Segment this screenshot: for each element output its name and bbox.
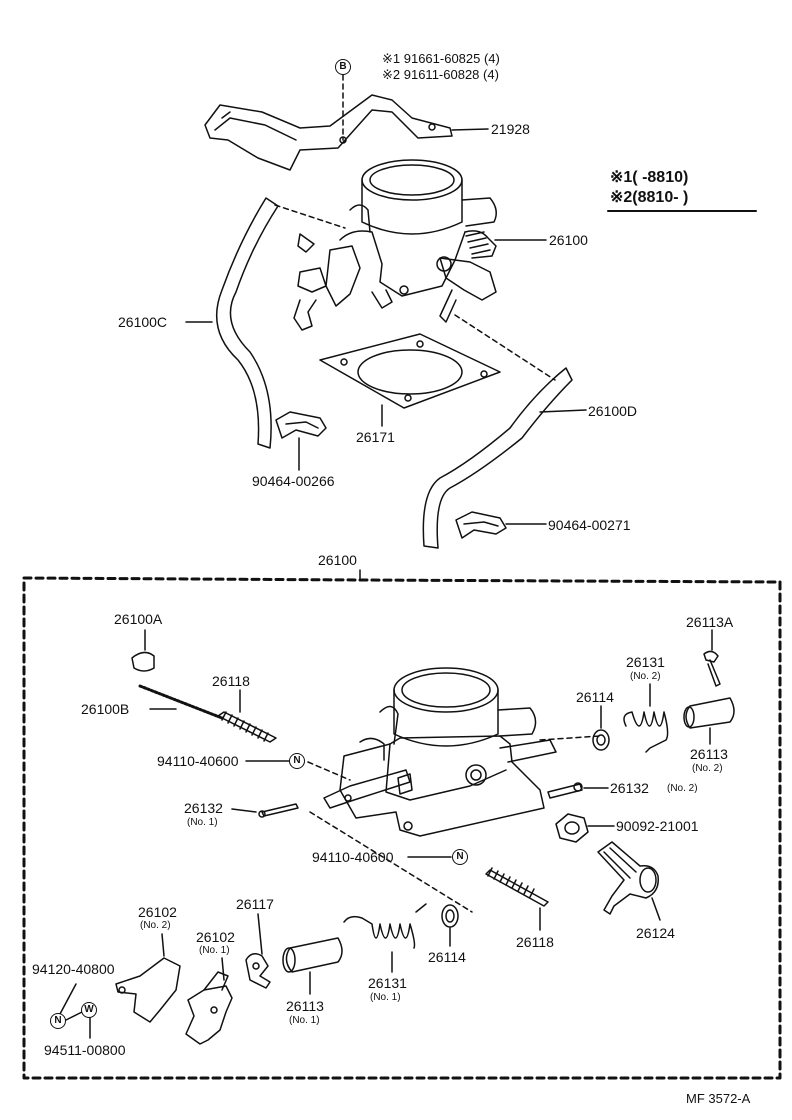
bracket-21928 bbox=[204, 94, 453, 171]
label-94110-lower: 94110-40600 bbox=[312, 849, 394, 865]
label-26100A: 26100A bbox=[114, 611, 163, 627]
dash-94110-upper bbox=[307, 761, 351, 781]
dash-right-axis bbox=[539, 735, 601, 741]
label-26114-lower: 26114 bbox=[428, 949, 466, 965]
label-26114-upper: 26114 bbox=[576, 689, 614, 705]
legend-star1: ※1( -8810) bbox=[610, 169, 689, 186]
hose-clip-90464-00266 bbox=[275, 411, 327, 439]
label-26102-no1: 26102 bbox=[196, 929, 235, 945]
dash-lower-axis bbox=[309, 811, 473, 913]
label-21928: 21928 bbox=[491, 121, 530, 137]
spring-26131-no1 bbox=[343, 903, 427, 949]
hose-clip-90464-00271 bbox=[455, 511, 507, 539]
label-26118-lower: 26118 bbox=[516, 934, 554, 950]
hose-26100C bbox=[215, 197, 279, 449]
sublabel-26131-no1: (No. 1) bbox=[370, 992, 401, 1003]
washer-26114-lower bbox=[441, 904, 459, 928]
screw-26132-no1 bbox=[258, 803, 299, 818]
sleeve-26113-no2 bbox=[683, 697, 735, 729]
note-star1-bolt: ※1 91661-60825 (4) bbox=[382, 51, 500, 66]
leader-26124 bbox=[651, 897, 661, 921]
throttle-body-top bbox=[293, 159, 497, 331]
spring-26131-no2 bbox=[623, 711, 669, 753]
lever-26102-no1 bbox=[185, 971, 233, 1045]
cap-26100A bbox=[131, 651, 155, 672]
marker-n-upper: N bbox=[289, 753, 305, 769]
label-26113A: 26113A bbox=[686, 614, 734, 630]
sublabel-26113-no2: (No. 2) bbox=[692, 763, 723, 774]
throttle-body-main bbox=[323, 667, 557, 837]
marker-n-washer: N bbox=[50, 1013, 66, 1029]
label-26118-upper: 26118 bbox=[212, 673, 250, 689]
label-90464-00271: 90464-00271 bbox=[548, 517, 631, 533]
screw-26132-no2 bbox=[547, 782, 583, 799]
label-26171: 26171 bbox=[356, 429, 395, 445]
footer-figure-code: MF 3572-A bbox=[686, 1091, 751, 1106]
sublabel-26131-no2: (No. 2) bbox=[630, 671, 661, 682]
rod-26100B bbox=[138, 684, 224, 720]
gasket-26171 bbox=[319, 333, 501, 409]
sublabel-26132-no2: (No. 2) bbox=[667, 783, 698, 794]
label-90464-00266: 90464-00266 bbox=[252, 473, 335, 489]
leader-26132-no1 bbox=[231, 808, 257, 813]
screw-26118-upper bbox=[217, 711, 277, 743]
nut-90092-21001 bbox=[555, 813, 589, 843]
label-90092-21001: 90092-21001 bbox=[616, 818, 699, 834]
lever-26117 bbox=[245, 953, 271, 989]
label-26100-top: 26100 bbox=[549, 232, 588, 248]
label-26100-assembly: 26100 bbox=[318, 552, 357, 568]
bolt-26113A bbox=[703, 650, 721, 687]
label-26100B: 26100B bbox=[81, 701, 130, 717]
fitting-26124 bbox=[597, 841, 659, 915]
hose-26100D bbox=[422, 367, 573, 549]
label-26131-no1: 26131 bbox=[368, 975, 407, 991]
assembly-26100-boundary bbox=[22, 576, 782, 1080]
leader-26100D bbox=[539, 409, 587, 413]
leader-26102-no1 bbox=[221, 957, 225, 981]
dash-26100D bbox=[454, 314, 556, 381]
label-26117: 26117 bbox=[236, 896, 274, 912]
leader-26102-no2 bbox=[161, 933, 165, 957]
dash-26100C bbox=[274, 204, 346, 229]
lever-26102-no2 bbox=[115, 957, 181, 1023]
sublabel-26102-no1: (No. 1) bbox=[199, 945, 230, 956]
note-star2-bolt: ※2 91611-60828 (4) bbox=[382, 67, 499, 82]
leader-n-w bbox=[65, 1011, 83, 1021]
sleeve-26113-no1 bbox=[282, 937, 343, 973]
washer-26114-upper bbox=[592, 729, 610, 751]
leader-21928 bbox=[451, 128, 489, 131]
screw-26118-lower bbox=[485, 867, 549, 907]
label-26102-no2: 26102 bbox=[138, 904, 177, 920]
label-26132-no1: 26132 bbox=[184, 800, 223, 816]
leader-94120 bbox=[59, 983, 77, 1015]
label-26124: 26124 bbox=[636, 925, 675, 941]
marker-w-washer: W bbox=[81, 1002, 97, 1018]
label-26132-no2: 26132 bbox=[610, 780, 649, 796]
label-26100D: 26100D bbox=[588, 403, 638, 419]
label-94110-upper: 94110-40600 bbox=[157, 753, 239, 769]
label-26131-no2: 26131 bbox=[626, 654, 665, 670]
label-26100C: 26100C bbox=[118, 314, 168, 330]
leader-26117 bbox=[257, 913, 263, 955]
label-26113-no1: 26113 bbox=[286, 998, 324, 1014]
marker-n-lower: N bbox=[452, 849, 468, 865]
bolt-marker-b: B bbox=[335, 59, 351, 75]
legend-star2: ※2(8810- ) bbox=[610, 189, 689, 206]
sublabel-26102-no2: (No. 2) bbox=[140, 920, 171, 931]
label-26113-no2: 26113 bbox=[690, 746, 728, 762]
sublabel-26132-no1: (No. 1) bbox=[187, 817, 218, 828]
label-94511-00800: 94511-00800 bbox=[44, 1042, 126, 1058]
sublabel-26113-no1: (No. 1) bbox=[289, 1015, 320, 1026]
label-94120-40800: 94120-40800 bbox=[32, 961, 115, 977]
